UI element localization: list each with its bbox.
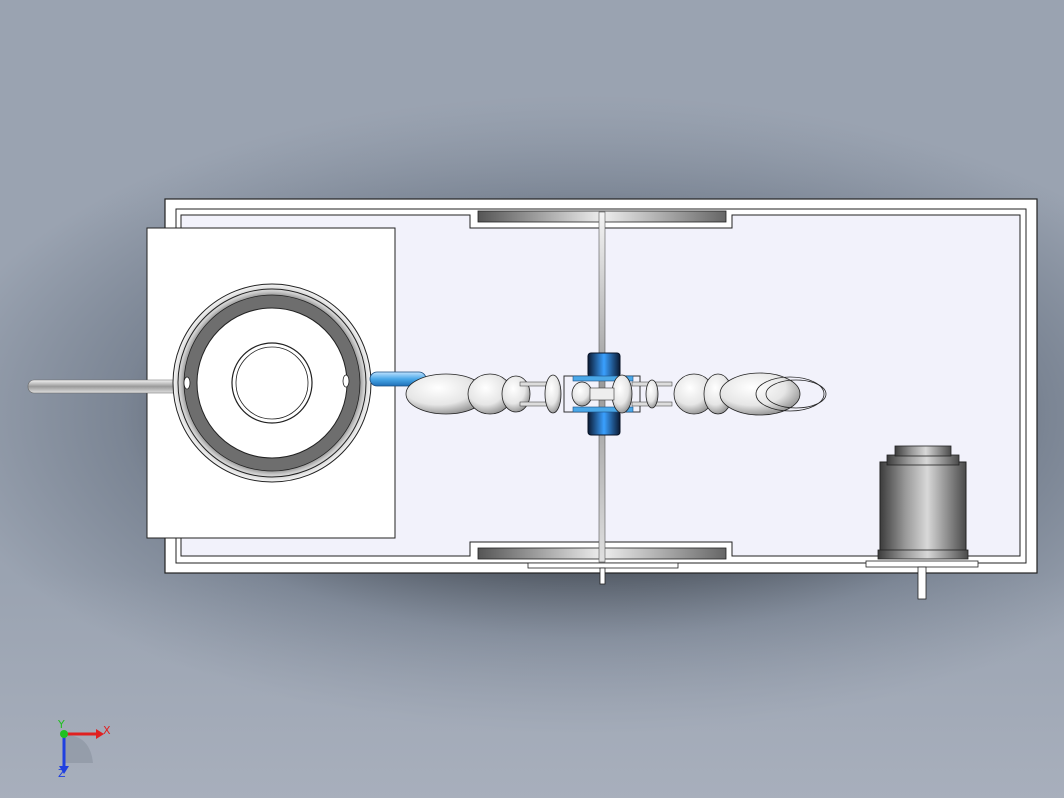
- y-axis-label: Y: [57, 718, 65, 731]
- motor-cylinder[interactable]: [877, 445, 969, 560]
- bottom-roller: [587, 410, 621, 436]
- bottom-bracket-right: [865, 560, 979, 600]
- z-axis-label: Z: [58, 767, 66, 780]
- roller-carriage[interactable]: [563, 352, 641, 436]
- left-rod: [27, 379, 181, 394]
- bead-chain-left: [405, 373, 562, 415]
- x-axis-label: X: [103, 724, 111, 737]
- bowl-assembly[interactable]: [172, 283, 372, 483]
- z-axis-head: [59, 766, 69, 774]
- bead-chain-right: [631, 372, 827, 416]
- y-axis-dot: [60, 730, 68, 738]
- top-roller: [587, 352, 621, 378]
- vertical-rail: [598, 211, 606, 563]
- coordinate-triad[interactable]: X Y Z: [57, 718, 111, 780]
- bottom-bracket-center: [527, 562, 679, 585]
- x-axis-head: [96, 729, 104, 739]
